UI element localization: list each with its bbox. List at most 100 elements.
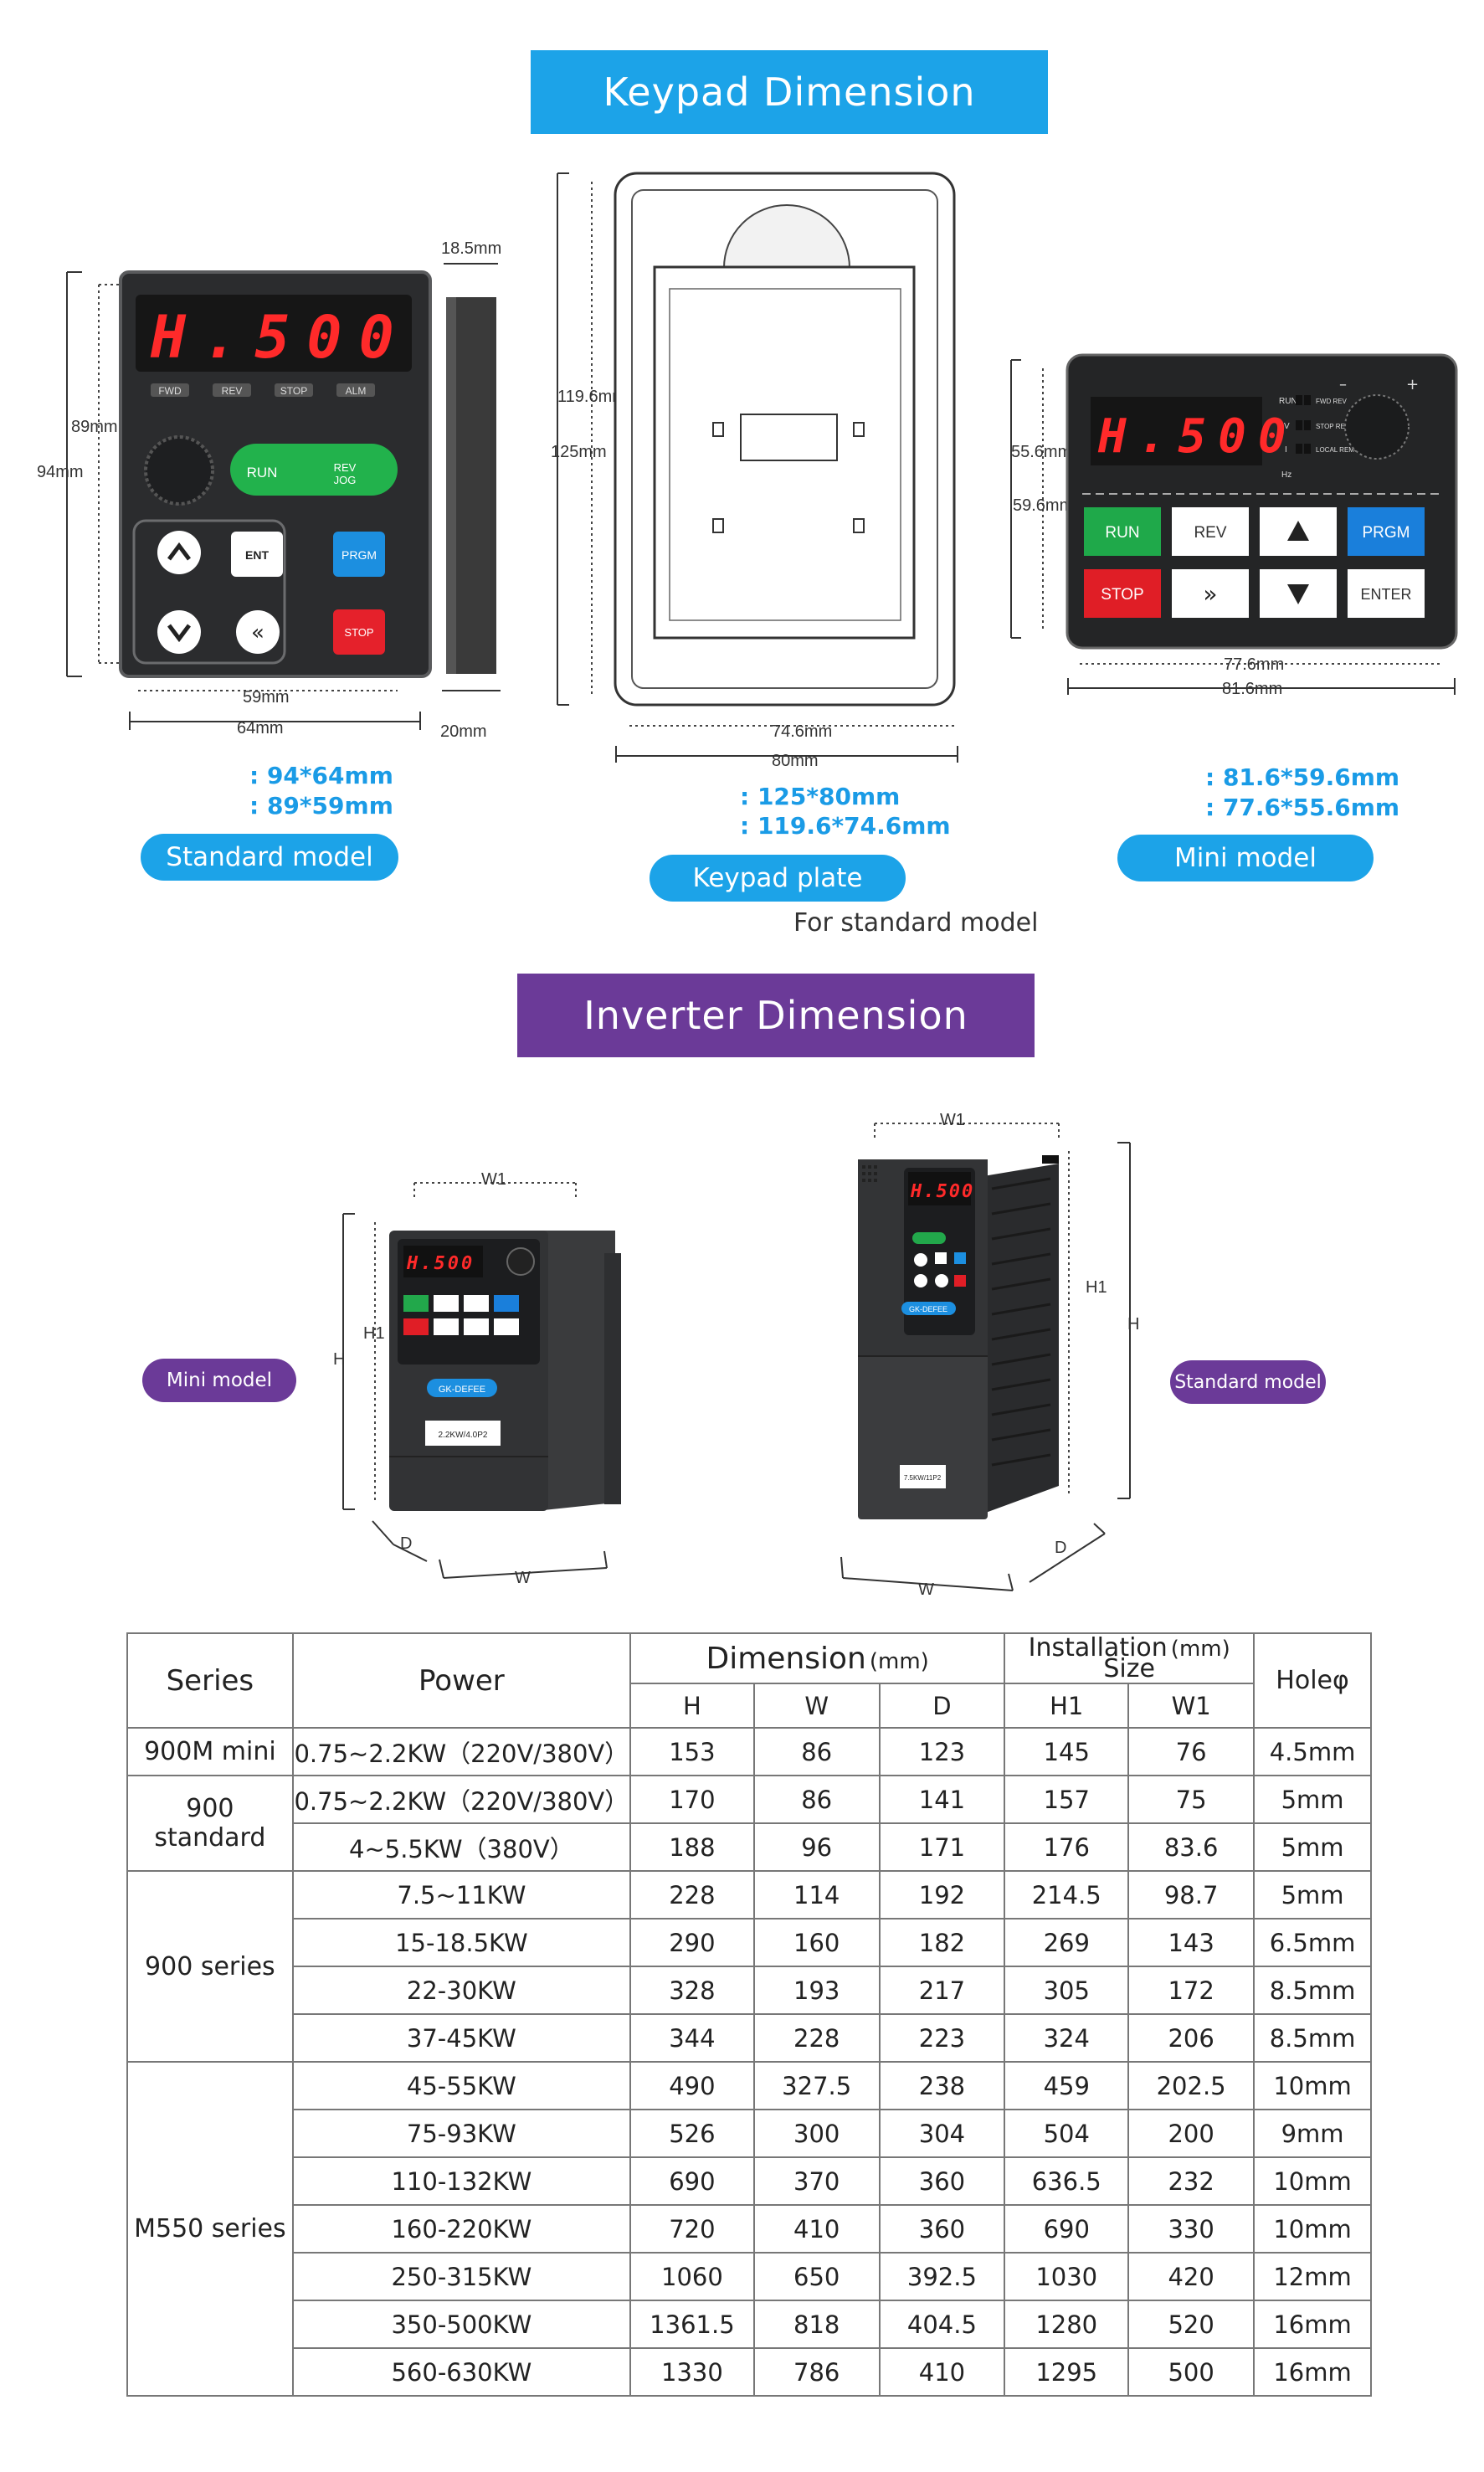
keypad-dimension-banner: Keypad Dimension — [531, 50, 1048, 134]
h-cell: 188 — [629, 1822, 755, 1872]
power-cell: 110-132KW — [291, 2156, 632, 2206]
w1-cell: 200 — [1127, 2109, 1255, 2158]
header-hole: Holeφ — [1253, 1632, 1372, 1729]
h1-cell: 1030 — [1004, 2252, 1130, 2301]
mini-keypad-spec-2: : 77.6*55.6mm — [1205, 794, 1400, 821]
w-cell: 370 — [752, 2156, 881, 2206]
run-revjog-button[interactable] — [230, 444, 398, 496]
double-chevron-right-icon: » — [1203, 580, 1217, 608]
mini-prgm-button[interactable] — [1348, 507, 1425, 556]
power-cell: 350-500KW — [291, 2300, 632, 2349]
w1-cell: 76 — [1127, 1727, 1255, 1776]
mini-rev-button[interactable] — [1172, 507, 1249, 556]
mini-stop-button[interactable] — [1084, 569, 1161, 618]
h1-cell: 1280 — [1004, 2300, 1130, 2349]
std-inv-w1-label: W1 — [940, 1111, 965, 1129]
mini-enter-label: ENTER — [1360, 586, 1411, 603]
h1-cell: 157 — [1004, 1775, 1130, 1824]
inverter-standard-model-pill: Standard model — [1170, 1360, 1326, 1404]
mini-shift-button[interactable] — [1172, 569, 1249, 618]
header-installation-unit: (mm) — [1170, 1636, 1230, 1662]
h1-cell: 214.5 — [1004, 1870, 1130, 1920]
power-cell: 4~5.5KW（380V） — [291, 1822, 632, 1872]
prgm-button[interactable] — [333, 532, 385, 577]
h1-cell: 504 — [1004, 2109, 1130, 2158]
down-arrow-button[interactable] — [157, 610, 201, 654]
h-cell: 1060 — [629, 2252, 755, 2301]
hole-cell: 8.5mm — [1253, 1966, 1372, 2015]
standard-inverter-readout: H.500 — [910, 1181, 974, 1202]
header-dimension-label: Dimension — [706, 1641, 866, 1676]
std-depth-bottom-label: 20mm — [440, 722, 487, 741]
hole-cell: 9mm — [1253, 2109, 1372, 2158]
mini-inv-h1-label: H1 — [363, 1324, 385, 1343]
d-cell: 360 — [878, 2204, 1006, 2254]
w1-cell: 172 — [1127, 1966, 1255, 2015]
mini-indicator-i: I — [1285, 445, 1287, 455]
d-cell: 217 — [878, 1966, 1006, 2015]
mini-outer-height-label: 59.6mm — [1013, 496, 1073, 515]
mini-keypad-drawing: 59.6mm 55.6mm H.500 RUN V I Hz FWD REV S… — [1010, 353, 1458, 698]
d-cell: 238 — [878, 2061, 1006, 2110]
h1-cell: 1295 — [1004, 2347, 1130, 2397]
h-cell: 228 — [629, 1870, 755, 1920]
keypad-dimension-title: Keypad Dimension — [603, 69, 976, 115]
mini-enter-button[interactable] — [1348, 569, 1425, 618]
hole-cell: 5mm — [1253, 1870, 1372, 1920]
d-cell: 182 — [878, 1918, 1006, 1967]
w-cell: 228 — [752, 2013, 881, 2063]
h-cell: 526 — [629, 2109, 755, 2158]
indicator-fwd: FWD — [158, 385, 182, 397]
stop-label: STOP — [344, 626, 373, 639]
plate-outer-width-label: 80mm — [772, 752, 819, 770]
w1-cell: 98.7 — [1127, 1870, 1255, 1920]
power-cell: 15-18.5KW — [291, 1918, 632, 1967]
w1-cell: 232 — [1127, 2156, 1255, 2206]
header-installation-label: Installation — [1028, 1632, 1168, 1663]
w-cell: 86 — [752, 1727, 881, 1776]
hole-cell: 5mm — [1253, 1822, 1372, 1872]
shift-button[interactable] — [236, 610, 280, 654]
mini-model-pill: Mini model — [1117, 835, 1374, 881]
up-triangle-icon — [1287, 521, 1309, 541]
mini-stop-label: STOP — [1101, 586, 1143, 604]
header-dimension: Dimension(mm) — [629, 1632, 1006, 1684]
plate-outer-height-label: 125mm — [551, 443, 607, 461]
w-cell: 114 — [752, 1870, 881, 1920]
potentiometer-knob-icon[interactable] — [144, 435, 214, 506]
w1-cell: 330 — [1127, 2204, 1255, 2254]
d-cell: 304 — [878, 2109, 1006, 2158]
w-cell: 86 — [752, 1775, 881, 1824]
double-chevron-left-icon: « — [251, 620, 264, 645]
mini-run-button[interactable] — [1084, 507, 1161, 556]
w-cell: 818 — [752, 2300, 881, 2349]
w-cell: 410 — [752, 2204, 881, 2254]
standard-keypad-drawing: 89mm 94mm H.500 FWD REV STOP ALM RUN REV… — [37, 239, 501, 741]
h-cell: 720 — [629, 2204, 755, 2254]
w-cell: 650 — [752, 2252, 881, 2301]
mini-status-local-remo: LOCAL REMO — [1316, 446, 1359, 454]
h-cell: 344 — [629, 2013, 755, 2063]
ent-button[interactable] — [231, 532, 283, 577]
mini-rev-label: REV — [1194, 524, 1226, 542]
h1-cell: 305 — [1004, 1966, 1130, 2015]
h1-cell: 324 — [1004, 2013, 1130, 2063]
std-outer-height-label: 94mm — [37, 463, 84, 481]
standard-keypad-spec-2: : 89*59mm — [249, 792, 393, 820]
header-dimension-unit: (mm) — [869, 1648, 929, 1674]
mini-knob-icon[interactable] — [1344, 394, 1410, 460]
mini-inv-w1-label: W1 — [481, 1170, 506, 1189]
dimension-table: Series Power Dimension(mm) Installation(… — [126, 1632, 1372, 2397]
mini-indicator-run: RUN — [1279, 397, 1297, 406]
up-arrow-button[interactable] — [157, 531, 201, 574]
w-cell: 96 — [752, 1822, 881, 1872]
w-cell: 327.5 — [752, 2061, 881, 2110]
d-cell: 192 — [878, 1870, 1006, 1920]
stop-button[interactable] — [333, 609, 385, 655]
svg-text:JOG: JOG — [334, 474, 357, 486]
keypad-plate-pill: Keypad plate — [650, 855, 906, 902]
hole-cell: 12mm — [1253, 2252, 1372, 2301]
